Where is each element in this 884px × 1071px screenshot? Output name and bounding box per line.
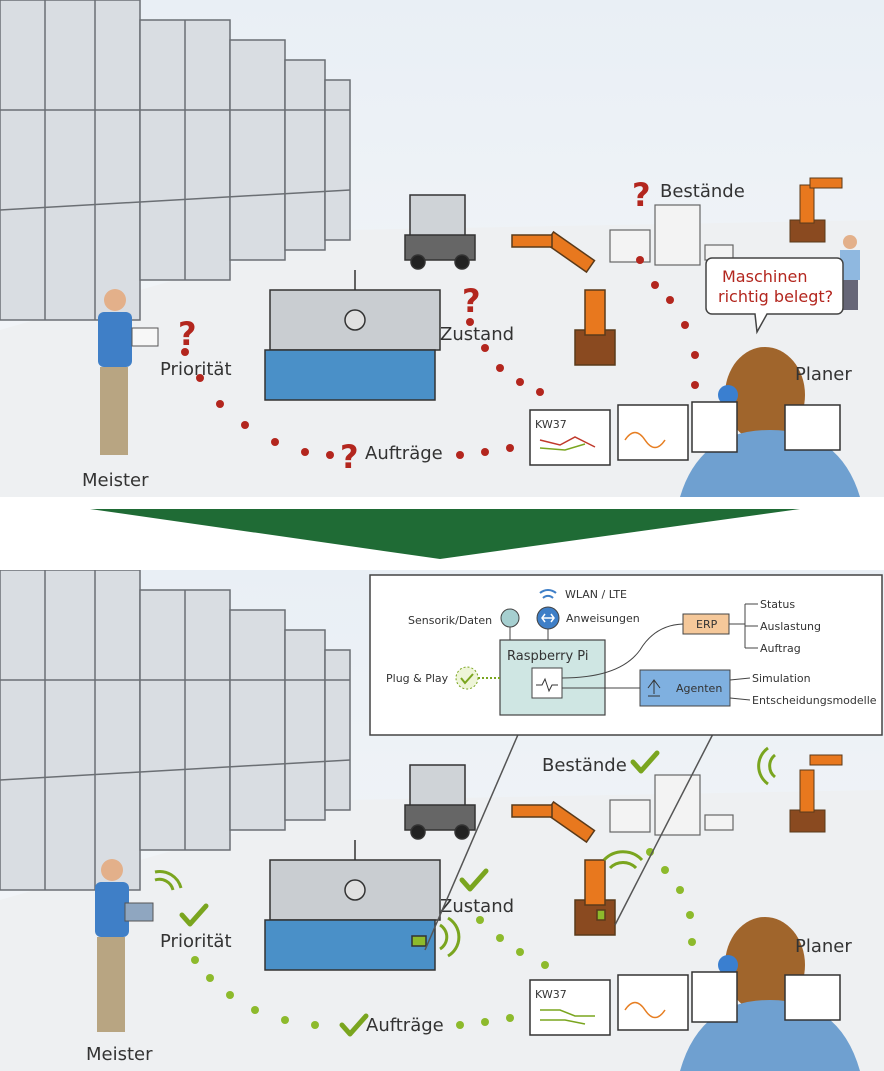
worker-figure: [840, 235, 860, 310]
label-prioritaet: Priorität: [160, 931, 232, 952]
red-dotted-paths: [181, 256, 699, 459]
simulation-label: Simulation: [752, 672, 811, 685]
bubble-line-1: Maschinen: [722, 267, 807, 286]
check-icon: [459, 868, 489, 892]
check-icon: [339, 1013, 369, 1037]
wlan-label: WLAN / LTE: [565, 588, 627, 601]
warehouse-shelves: [0, 570, 351, 891]
monitor-week-label: KW37: [535, 988, 567, 1001]
lathe-machine: [264, 840, 441, 971]
question-marks: ? ? ? ?: [178, 176, 651, 476]
inventory-boxes: [609, 204, 734, 266]
robot-arm-far: [789, 754, 843, 833]
before-scene: KW37 ? ? ? ? Priorität Meister Aufträge …: [0, 0, 884, 497]
after-scene: KW37 Priorität Meister Aufträge Zustand …: [0, 570, 884, 1071]
label-bestaende: Bestände: [660, 181, 745, 202]
planner-monitors: [529, 401, 841, 466]
question-icon: ?: [632, 176, 651, 214]
agenten-label: Agenten: [676, 682, 722, 695]
monitor-week-label: KW37: [535, 418, 567, 431]
raspberry-label: Raspberry Pi: [507, 649, 588, 664]
callout-lines: [424, 729, 716, 951]
label-auftraege: Aufträge: [366, 1015, 444, 1036]
chip-icon: [531, 667, 563, 699]
system-diagram: Raspberry Pi WLAN / LTE Sensorik/Daten A…: [369, 574, 883, 736]
warehouse-shelves: [0, 0, 351, 321]
network-icon: [647, 679, 661, 697]
entscheidung-label: Entscheidungsmodelle: [752, 694, 877, 707]
transition-arrow: [90, 509, 800, 559]
plug-play-icon: [455, 666, 479, 690]
plug-play-label: Plug & Play: [386, 672, 449, 685]
label-planer: Planer: [795, 936, 852, 957]
meister-figure: [95, 859, 154, 1032]
meister-figure: [98, 289, 159, 455]
robot-arm: [511, 230, 616, 366]
label-zustand: Zustand: [440, 324, 514, 345]
label-planer: Planer: [795, 364, 852, 385]
check-icon: [630, 750, 660, 774]
lathe-machine: [264, 270, 441, 401]
planner-monitors: [529, 971, 841, 1036]
question-icon: ?: [340, 438, 359, 476]
down-arrow-icon: [90, 509, 800, 559]
robot-arm: [511, 800, 616, 936]
speech-bubble: Maschinen richtig belegt?: [705, 257, 844, 335]
forklift: [404, 764, 476, 840]
before-illustration: KW37 ? ? ? ? Priorität Meister Aufträge …: [0, 0, 884, 497]
auslastung-label: Auslastung: [760, 620, 821, 633]
status-label: Status: [760, 598, 795, 611]
check-icon: [179, 903, 209, 927]
sensor-icon: [500, 608, 520, 628]
label-bestaende: Bestände: [542, 755, 627, 776]
anweisungen-label: Anweisungen: [566, 612, 640, 625]
label-auftraege: Aufträge: [365, 443, 443, 464]
wifi-signal-icons: [154, 746, 777, 958]
checkmarks: [179, 750, 660, 1037]
label-meister: Meister: [86, 1044, 153, 1065]
after-illustration: KW37 Priorität Meister Aufträge Zustand …: [0, 570, 884, 1071]
label-meister: Meister: [82, 470, 149, 491]
label-prioritaet: Priorität: [160, 359, 232, 380]
green-dotted-paths: [191, 848, 696, 1029]
forklift: [404, 194, 476, 270]
wifi-icon: [539, 589, 557, 599]
question-icon: ?: [178, 315, 197, 353]
auftrag-label: Auftrag: [760, 642, 801, 655]
inventory-boxes: [609, 774, 734, 836]
bubble-line-2: richtig belegt?: [718, 287, 833, 306]
sensorik-label: Sensorik/Daten: [408, 614, 492, 627]
erp-label: ERP: [696, 618, 718, 631]
label-zustand: Zustand: [440, 896, 514, 917]
robot-arm-far: [789, 177, 843, 243]
question-icon: ?: [462, 282, 481, 320]
